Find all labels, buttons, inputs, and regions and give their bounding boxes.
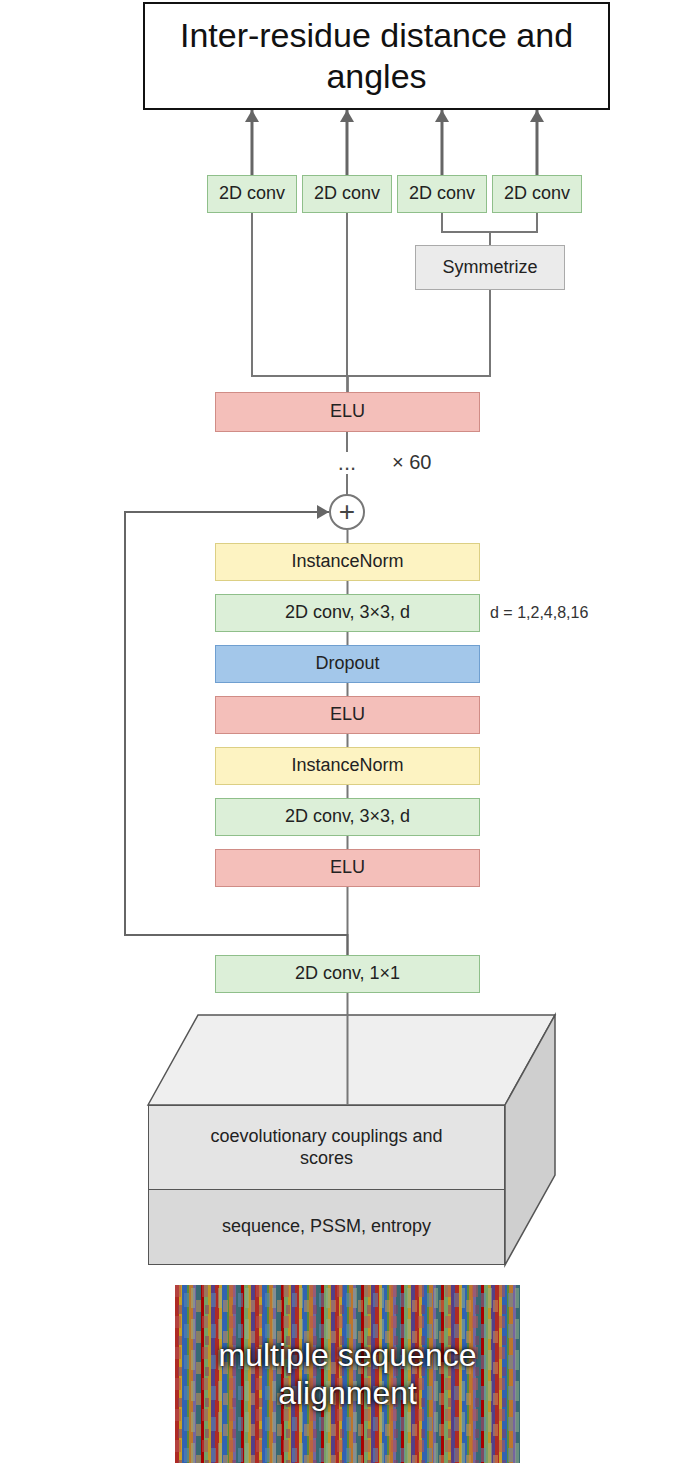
- box-label: 2D conv, 3×3, d: [285, 602, 410, 624]
- box-label: InstanceNorm: [291, 551, 403, 573]
- box-label: sequence, PSSM, entropy: [222, 1216, 431, 1238]
- activation-box: ELU: [215, 696, 480, 734]
- connector: [346, 213, 349, 392]
- box-label: 2D conv, 1×1: [295, 963, 400, 985]
- msa-residues: [175, 1285, 520, 1463]
- sum-node: +: [329, 494, 365, 530]
- norm-box: InstanceNorm: [215, 543, 480, 581]
- connector: [347, 836, 349, 849]
- box-label: 2D conv: [504, 183, 570, 205]
- box-label: ELU: [330, 401, 365, 423]
- ellipsis-label: ...: [334, 452, 360, 474]
- conv-box: 2D conv, 1×1: [215, 955, 480, 993]
- activation-box: ELU: [215, 849, 480, 887]
- box-label: 2D conv: [219, 183, 285, 205]
- connector: [348, 290, 491, 392]
- connector: [347, 785, 349, 798]
- feature-layer: sequence, PSSM, entropy: [148, 1189, 505, 1265]
- conv-box: 2D conv: [397, 175, 487, 213]
- msa-columns: [175, 1285, 520, 1463]
- connector: [535, 110, 538, 175]
- connector: [347, 530, 349, 543]
- box-label: 2D conv: [409, 183, 475, 205]
- msa-image: multiple sequence alignment: [175, 1285, 520, 1463]
- box-label: Dropout: [315, 653, 379, 675]
- msa-shade: [175, 1285, 520, 1463]
- connector: [347, 734, 349, 747]
- stack-side-face: [505, 1015, 555, 1265]
- connector: [345, 110, 348, 175]
- connector: [490, 213, 537, 245]
- connector: [440, 110, 443, 175]
- msa-picture: [175, 1285, 520, 1463]
- stack-top-face: [148, 1015, 555, 1105]
- box-label: ELU: [330, 857, 365, 879]
- conv-box: 2D conv: [302, 175, 392, 213]
- box-label: Symmetrize: [442, 257, 537, 279]
- box-label: coevolutionary couplings and scores: [207, 1126, 447, 1169]
- connector: [347, 632, 349, 645]
- connector: [250, 110, 253, 175]
- box-label: InstanceNorm: [291, 755, 403, 777]
- conv-box: 2D conv: [207, 175, 297, 213]
- connector: [347, 683, 349, 696]
- connector: [252, 213, 348, 392]
- output-box: Inter-residue distance and angles: [143, 2, 610, 110]
- connector: [442, 213, 490, 245]
- activation-box: ELU: [215, 392, 480, 432]
- box-label: Inter-residue distance and angles: [167, 15, 587, 97]
- feature-layer: coevolutionary couplings and scores: [148, 1105, 505, 1190]
- connector: [347, 993, 349, 1105]
- conv-box: 2D conv, 3×3, d: [215, 798, 480, 836]
- connector: [347, 581, 349, 594]
- box-label: 2D conv: [314, 183, 380, 205]
- feature-stack: [148, 1015, 555, 1265]
- dropout-box: Dropout: [215, 645, 480, 683]
- image-caption: multiple sequence alignment: [188, 1336, 508, 1413]
- conv-box: 2D conv, 3×3, d: [215, 594, 480, 632]
- dilation-note: d = 1,2,4,8,16: [490, 603, 588, 622]
- repeat-count: × 60: [392, 450, 431, 474]
- sum-outline: [330, 495, 364, 529]
- norm-box: InstanceNorm: [215, 747, 480, 785]
- box-label: ELU: [330, 704, 365, 726]
- box-label: +: [339, 498, 355, 526]
- box-label: 2D conv, 3×3, d: [285, 806, 410, 828]
- symmetrize-box: Symmetrize: [415, 245, 565, 290]
- conv-box: 2D conv: [492, 175, 582, 213]
